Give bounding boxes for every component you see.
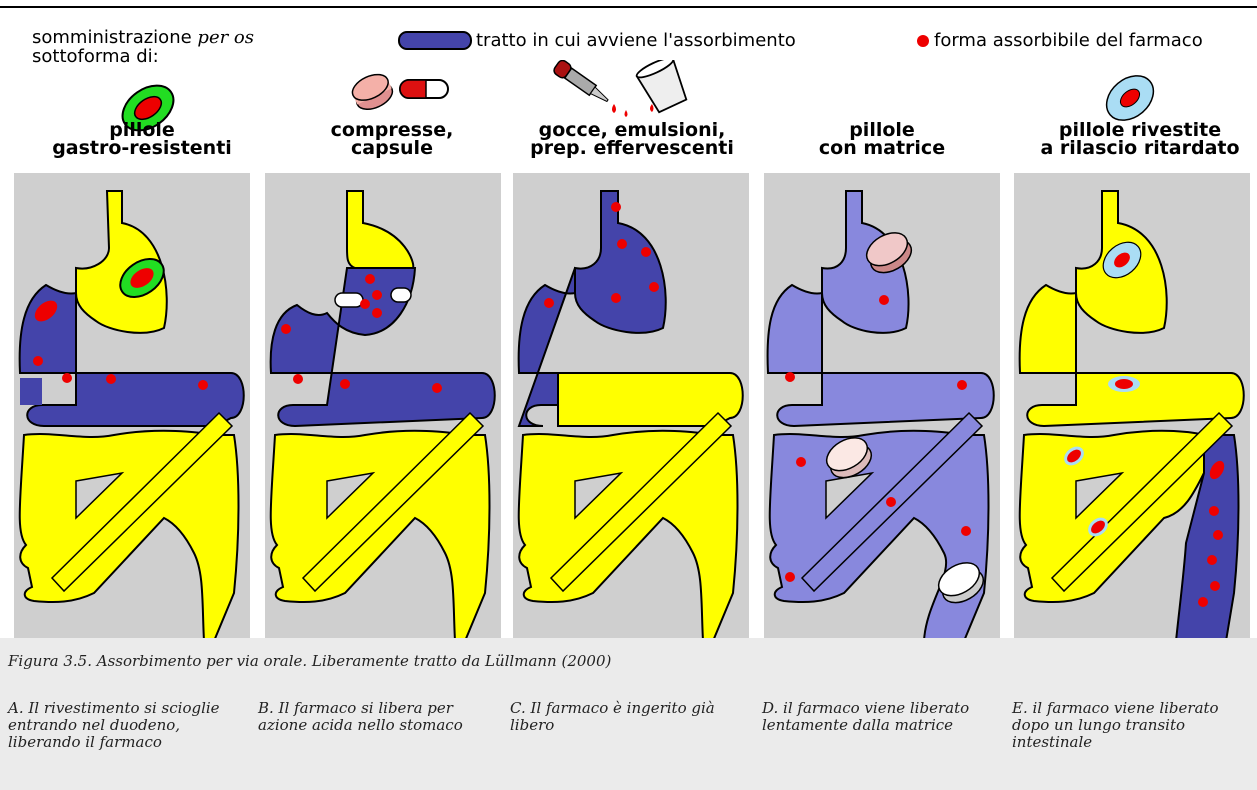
note-c: C. Il farmaco è ingerito già libero [510,700,742,734]
absorption-tract-icon [398,30,474,52]
note-e: E. il farmaco viene liberato dopo un lun… [1012,700,1250,751]
panel-b-tablets-capsules [265,173,501,643]
panel-c-title: gocce, emulsioni,prep. effervescenti [507,121,757,157]
drops-effervescent-icon [548,60,698,120]
administration-label: somministrazione per os sottoforma di: [32,28,254,66]
note-b: B. Il farmaco si libera per azione acida… [258,700,504,734]
panel-a-gastro-resistant [14,173,250,643]
coated-pill-icon [1102,70,1158,126]
drug-legend-label: forma assorbibile del farmaco [934,31,1203,50]
oral-absorption-figure: somministrazione per os sottoforma di: t… [0,8,1257,638]
administration-form-text: sottoforma di: [32,46,159,67]
note-a: A. Il rivestimento si scioglie entrando … [8,700,240,751]
panel-d-matrix [764,173,1000,643]
tablet-capsule-icon [350,63,460,118]
figure-caption: Figura 3.5. Assorbimento per via orale. … [8,653,1248,670]
caption-area: Figura 3.5. Assorbimento per via orale. … [0,638,1257,790]
absorption-legend-label: tratto in cui avviene l'assorbimento [476,31,796,50]
panel-e-delayed-release [1014,173,1250,643]
administration-text: somministrazione [32,27,192,48]
panel-b-title: compresse,capsule [267,121,517,157]
drug-dot-icon [916,34,930,48]
panel-c-drops [513,173,749,643]
per-os-text: per os [197,27,254,48]
note-d: D. il farmaco viene liberato lentamente … [762,700,1002,734]
